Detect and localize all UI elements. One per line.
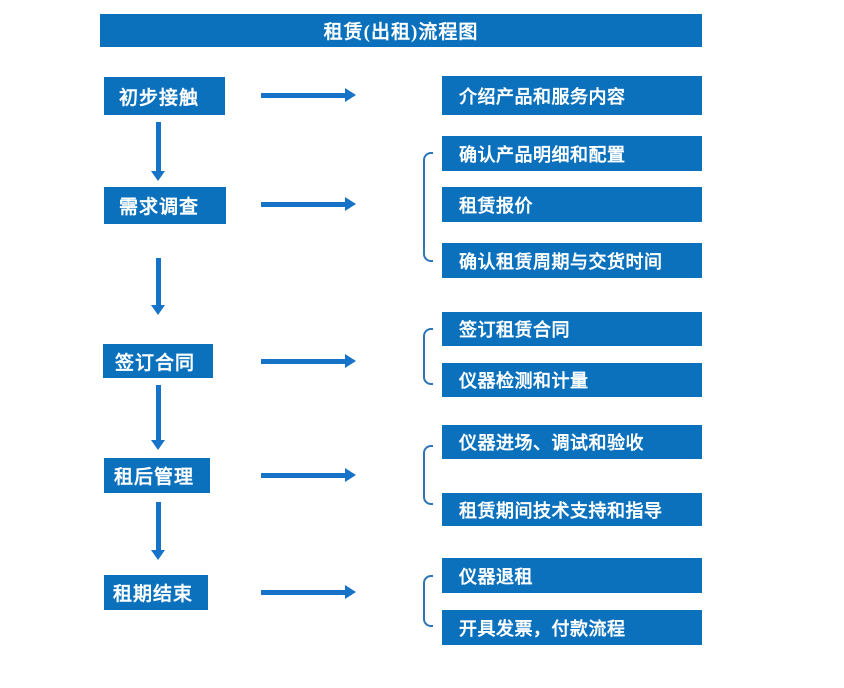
down-arrow-icon	[151, 122, 165, 181]
group-bracket	[423, 328, 433, 385]
detail-box-introduce-products: 介绍产品和服务内容	[442, 76, 702, 115]
right-arrow-icon	[261, 197, 356, 211]
detail-box-rental-quote: 租赁报价	[442, 187, 702, 222]
down-arrow-icon	[151, 385, 165, 450]
step-box-demand-survey: 需求调查	[104, 187, 226, 224]
step-box-post-rental-mgmt: 租后管理	[104, 458, 210, 493]
down-arrow-icon	[151, 258, 165, 315]
down-arrow-icon	[151, 502, 165, 560]
step-box-sign-contract: 签订合同	[103, 344, 213, 378]
right-arrow-icon	[261, 585, 356, 599]
detail-box-instrument-testing: 仪器检测和计量	[442, 363, 702, 397]
step-box-initial-contact: 初步接触	[104, 77, 225, 115]
right-arrow-icon	[261, 354, 356, 368]
group-bracket	[423, 152, 433, 262]
right-arrow-icon	[261, 468, 356, 482]
flowchart-title: 租赁(出租)流程图	[100, 14, 702, 47]
detail-box-instrument-setup: 仪器进场、调试和验收	[442, 425, 702, 459]
detail-box-tech-support: 租赁期间技术支持和指导	[442, 493, 702, 526]
group-bracket	[423, 445, 433, 505]
step-box-rental-end: 租期结束	[104, 575, 208, 610]
detail-box-confirm-product-spec: 确认产品明细和配置	[442, 136, 702, 171]
detail-box-invoice-payment: 开具发票，付款流程	[442, 610, 702, 645]
detail-box-confirm-period: 确认租赁周期与交货时间	[442, 243, 702, 278]
right-arrow-icon	[261, 88, 356, 102]
detail-box-instrument-return: 仪器退租	[442, 558, 702, 593]
group-bracket	[423, 575, 433, 627]
detail-box-sign-rental-contract: 签订租赁合同	[442, 312, 702, 346]
